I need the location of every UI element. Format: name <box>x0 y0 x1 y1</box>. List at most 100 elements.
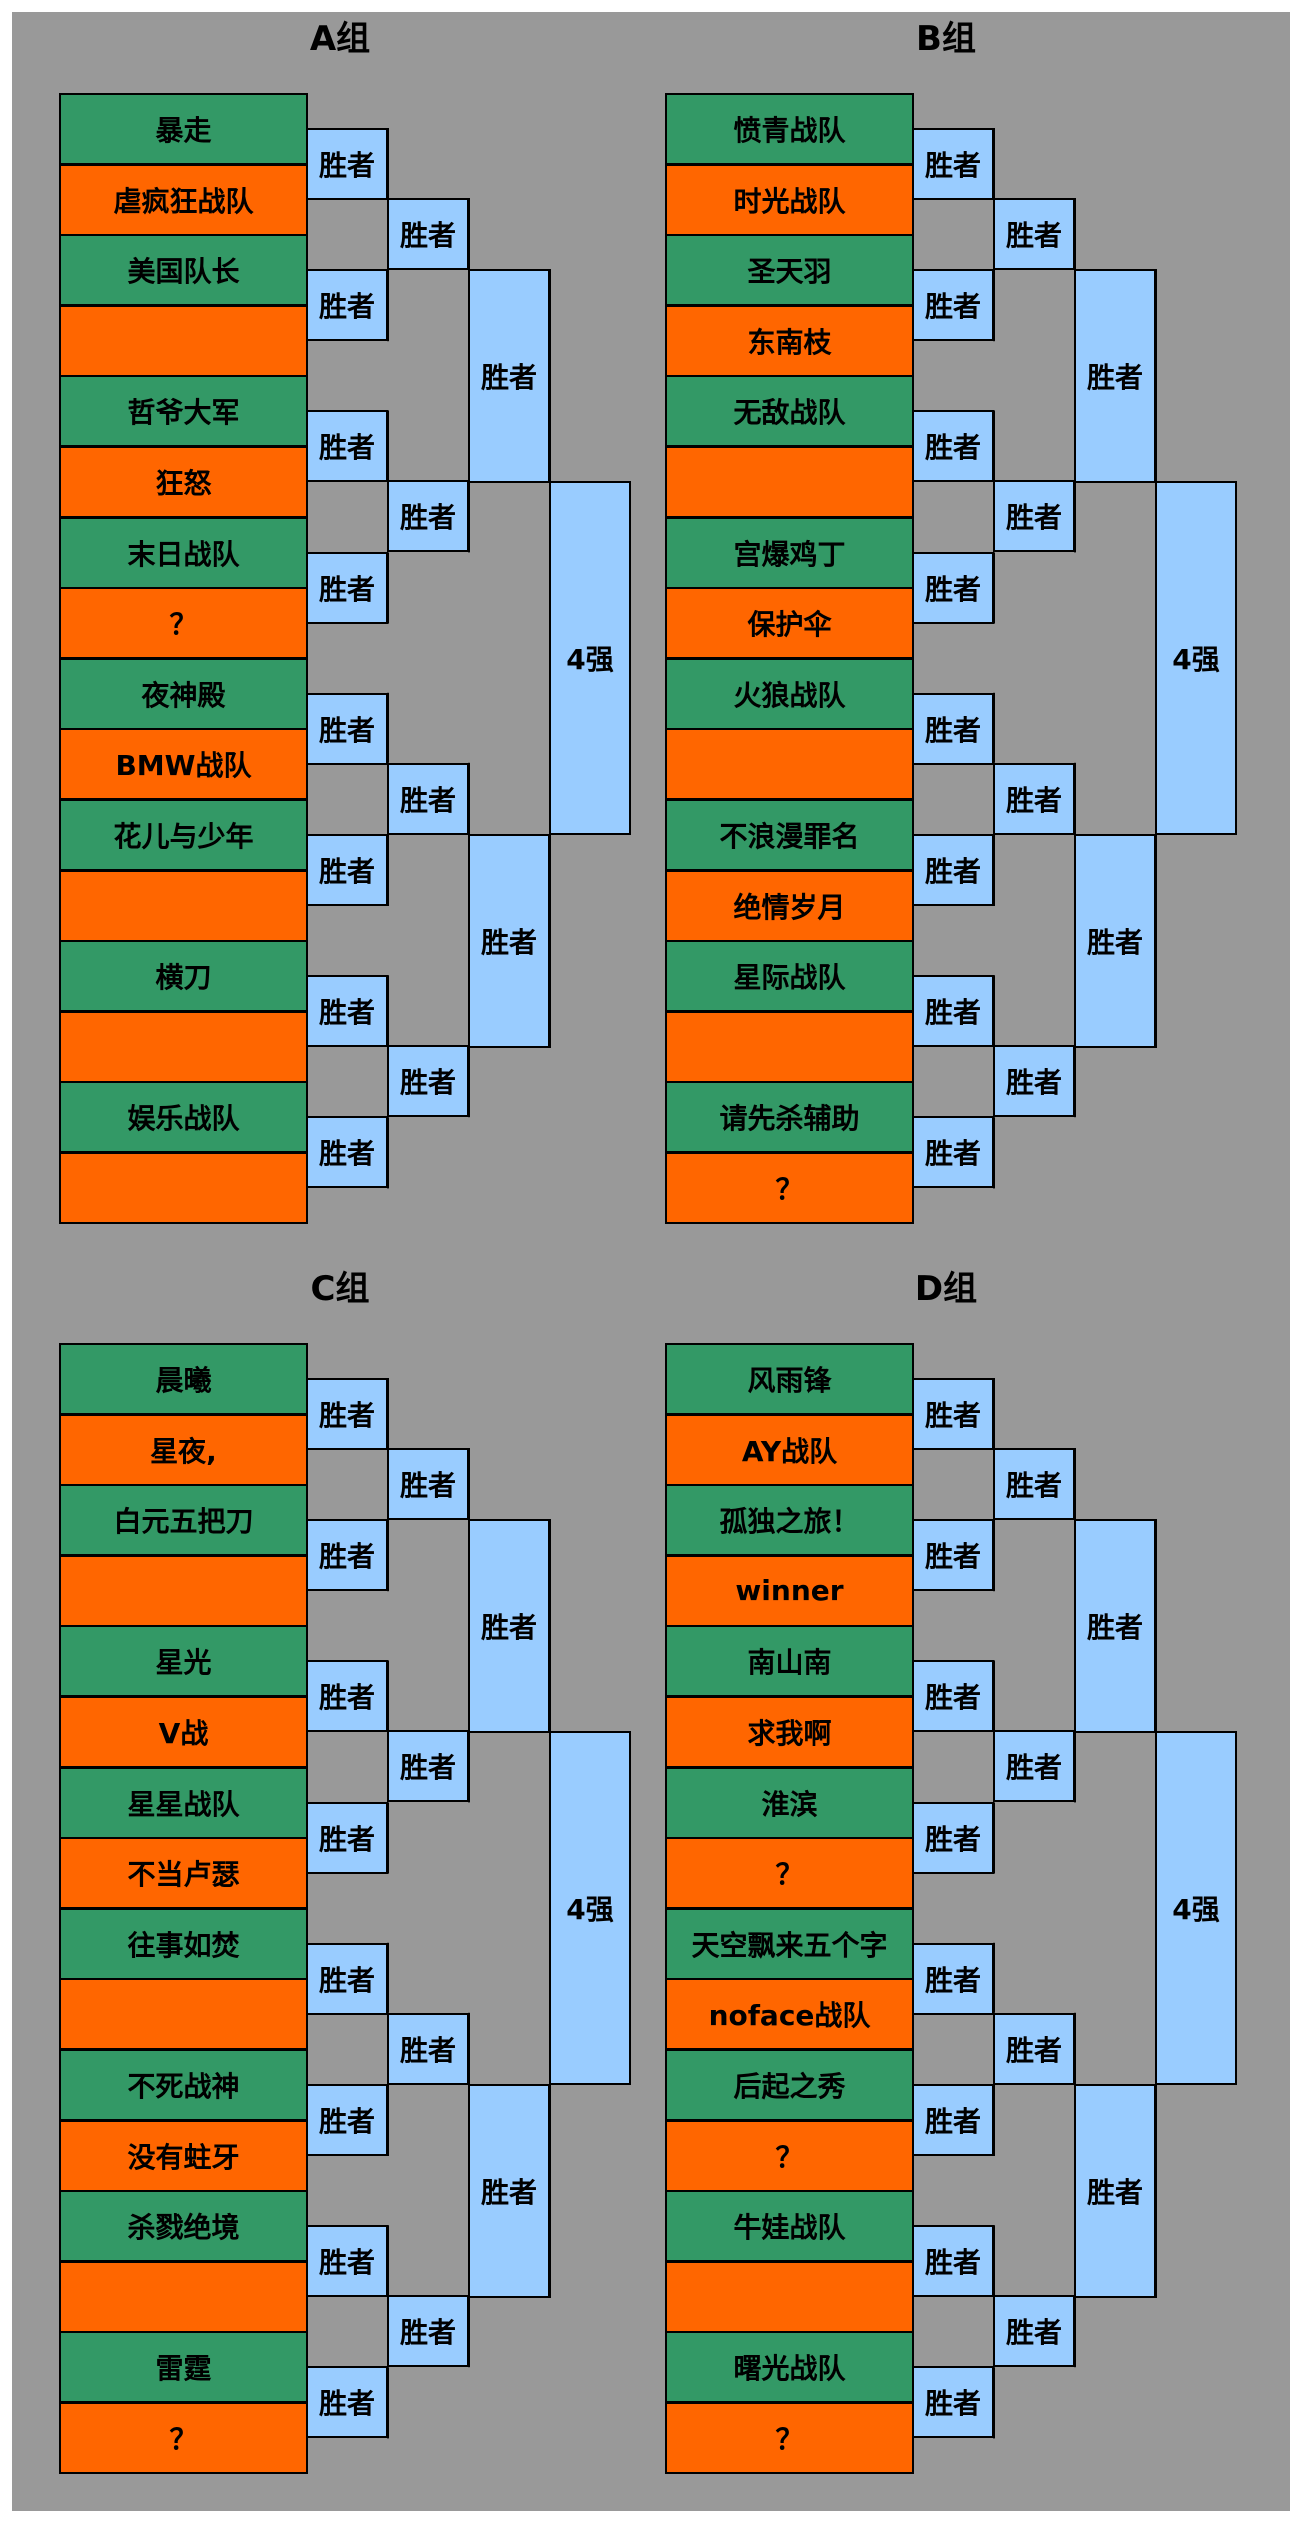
group-title: A组 <box>309 19 371 59</box>
winner-box-round1: 胜者 <box>306 128 388 200</box>
team-slot: 宫爆鸡丁 <box>665 516 914 589</box>
team-slot-label: 东南枝 <box>747 325 832 359</box>
winner-box-round1: 胜者 <box>912 1942 994 2015</box>
team-slot-label: ？ <box>169 608 198 642</box>
winner-box-round1: 胜者 <box>306 692 388 765</box>
winner-box-round2-label: 胜者 <box>1005 2033 1062 2067</box>
team-slot: 曙光战队 <box>665 2331 914 2404</box>
team-slot-label: ？ <box>775 2423 804 2456</box>
winner-box-round1-label: 胜者 <box>924 2387 981 2421</box>
team-slot-label: 淮滨 <box>761 1787 818 1821</box>
winner-box-round2: 胜者 <box>993 2012 1075 2085</box>
top4-box: 4强 <box>1155 1731 1237 2085</box>
team-slot-label: 没有蛀牙 <box>127 2140 240 2174</box>
team-slot: BMW战队 <box>59 728 308 801</box>
team-slot <box>59 304 308 377</box>
team-slot: 圣天羽 <box>665 234 914 307</box>
team-slot-label: 孤独之旅！ <box>719 1505 860 1539</box>
winner-box-round2: 胜者 <box>993 1730 1075 1803</box>
winner-box-round1: 胜者 <box>306 2084 388 2156</box>
winner-box-round1-label: 胜者 <box>318 1137 375 1171</box>
winner-box-round1-label: 胜者 <box>924 1137 981 1171</box>
team-slot-label: 风雨锋 <box>747 1364 832 1397</box>
team-slot: 孤独之旅！ <box>665 1484 914 1557</box>
winner-box-round1: 胜者 <box>912 551 994 624</box>
team-slot: 保护伞 <box>665 587 914 660</box>
winner-box-round3-label: 胜者 <box>480 2176 537 2209</box>
team-slot-label: 星夜, <box>150 1434 217 1468</box>
winner-box-round1-label: 胜者 <box>924 996 981 1030</box>
winner-box-round2-label: 胜者 <box>399 219 456 252</box>
group-title: C组 <box>310 1269 370 1309</box>
winner-box-round1: 胜者 <box>306 410 388 483</box>
team-slot-label: 绝情岁月 <box>733 890 846 924</box>
winner-box-round1-label: 胜者 <box>318 1540 375 1574</box>
winner-box-round3-label: 胜者 <box>1086 1611 1143 1644</box>
winner-box-round1-label: 胜者 <box>318 431 375 465</box>
winner-box-round2: 胜者 <box>993 2295 1075 2368</box>
team-slot-label: 横刀 <box>155 961 212 995</box>
winner-box-round1: 胜者 <box>912 975 994 1048</box>
team-slot: 星星战队 <box>59 1766 308 1839</box>
team-slot <box>59 2260 308 2333</box>
winner-box-round1-label: 胜者 <box>318 2105 375 2138</box>
winner-box-round1-label: 胜者 <box>924 431 981 465</box>
team-slot-label: 不死战神 <box>127 2070 240 2103</box>
team-slot-label: BMW战队 <box>115 749 252 783</box>
team-slot-label: 时光战队 <box>733 184 846 218</box>
team-slot-label: 宫爆鸡丁 <box>733 537 846 571</box>
winner-box-round1-label: 胜者 <box>318 1399 375 1432</box>
team-slot-label: 白元五把刀 <box>113 1505 254 1539</box>
winner-box-round2-label: 胜者 <box>1005 1066 1062 1100</box>
winner-box-round1-label: 胜者 <box>318 1963 375 1997</box>
team-slot: 愤青战队 <box>665 93 914 165</box>
top4-box: 4强 <box>1155 481 1237 835</box>
winner-box-round2: 胜者 <box>387 1730 469 1803</box>
winner-box-round1-label: 胜者 <box>318 855 375 888</box>
winner-box-round1-label: 胜者 <box>924 2246 981 2280</box>
top4-box: 4强 <box>549 481 631 835</box>
team-slot: 雷霆 <box>59 2331 308 2404</box>
team-slot: 南山南 <box>665 1625 914 1698</box>
team-slot-label: 曙光战队 <box>733 2352 846 2386</box>
winner-box-round2: 胜者 <box>993 480 1075 553</box>
winner-box-round1-label: 胜者 <box>318 1822 375 1856</box>
team-slot-label: 求我啊 <box>747 1717 832 1750</box>
team-slot: ？ <box>59 2402 308 2474</box>
winner-box-round1-label: 胜者 <box>924 1399 981 1432</box>
winner-box-round3-label: 胜者 <box>480 361 537 394</box>
team-slot: noface战队 <box>665 1978 914 2051</box>
team-slot: 绝情岁月 <box>665 869 914 942</box>
team-slot: 无敌战队 <box>665 375 914 448</box>
winner-box-round2-label: 胜者 <box>1005 1751 1062 1785</box>
team-slot: 白元五把刀 <box>59 1484 308 1557</box>
team-slot-label: 星际战队 <box>733 961 846 995</box>
winner-box-round3: 胜者 <box>1074 834 1156 1048</box>
winner-box-round3-label: 胜者 <box>480 1611 537 1644</box>
team-slot <box>59 1152 308 1224</box>
winner-box-round1-label: 胜者 <box>924 855 981 888</box>
team-slot-label: 请先杀辅助 <box>719 1102 860 1136</box>
team-slot: 风雨锋 <box>665 1343 914 1415</box>
winner-box-round1-label: 胜者 <box>318 2387 375 2421</box>
winner-box-round1: 胜者 <box>912 1378 994 1450</box>
team-slot: 求我啊 <box>665 1696 914 1768</box>
group-title: D组 <box>914 1269 978 1309</box>
team-slot-label: ？ <box>775 2140 804 2174</box>
team-slot-label: 娱乐战队 <box>127 1102 240 1136</box>
winner-box-round2: 胜者 <box>387 1045 469 1118</box>
winner-box-round1: 胜者 <box>912 1116 994 1189</box>
winner-box-round1: 胜者 <box>306 1801 388 1874</box>
group-title: B组 <box>916 19 976 59</box>
top4-box-label: 4强 <box>1172 1893 1220 1926</box>
winner-box-round1-label: 胜者 <box>318 290 375 324</box>
team-slot: 虐疯狂战队 <box>59 163 308 236</box>
team-slot: 淮滨 <box>665 1766 914 1839</box>
team-slot: 夜神殿 <box>59 657 308 730</box>
team-slot: 不当卢瑟 <box>59 1837 308 1910</box>
winner-box-round1-label: 胜者 <box>318 1681 375 1715</box>
winner-box-round1-label: 胜者 <box>924 290 981 324</box>
winner-box-round2: 胜者 <box>993 762 1075 835</box>
team-slot: 往事如焚 <box>59 1907 308 1980</box>
